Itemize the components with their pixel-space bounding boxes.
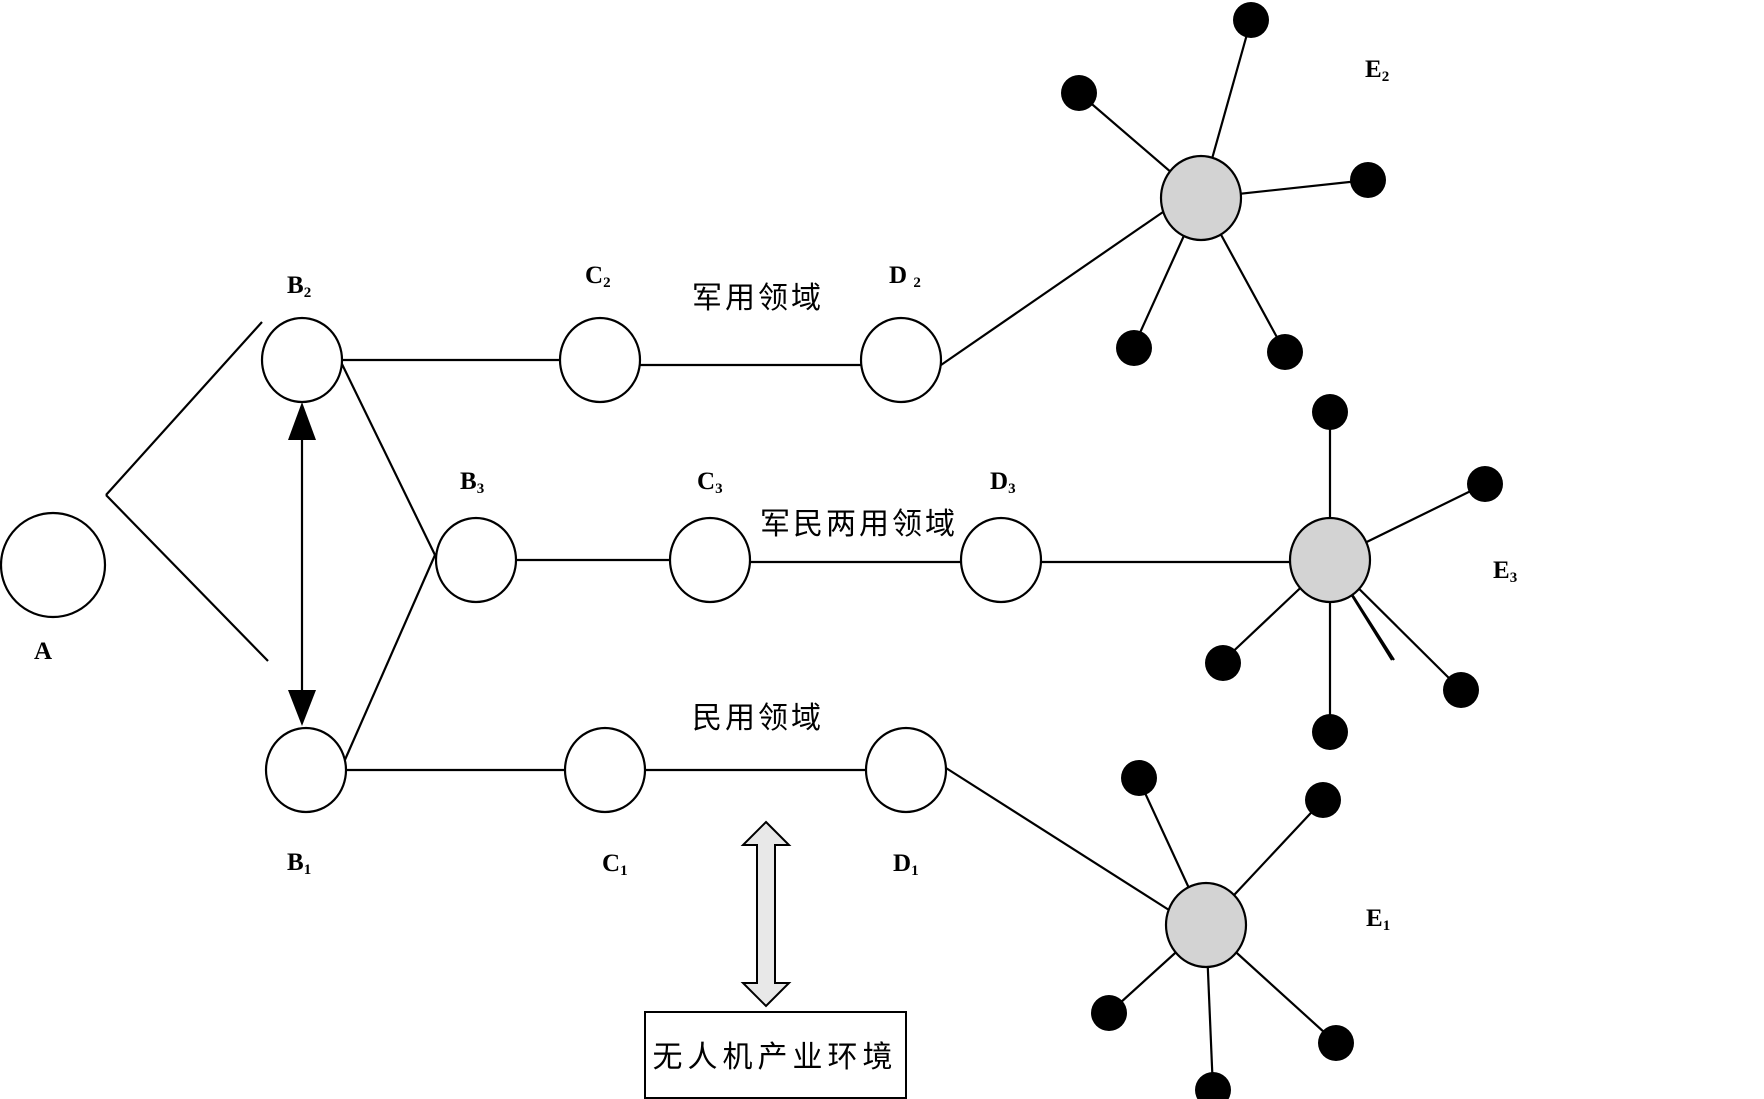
node-d3 [959,516,1043,604]
node-b3 [434,516,518,604]
node-a [0,511,107,619]
node-c2 [558,316,642,404]
industry-environment-label: 无人机产业环境 [653,1040,898,1075]
node-c3 [668,516,752,604]
domain-civil-label: 民用领域 [692,701,824,736]
edge-a-b2 [105,321,263,496]
label-d2: D 2 [889,262,921,291]
label-b3: B3 [460,468,484,497]
edge-d1-e1 [945,767,1170,911]
edge-b1-b3 [342,554,437,763]
node-labels: A B2 B3 B1 C2 C3 C1 D 2 D3 D1 E2 E3 E1 [34,56,1517,934]
edge-a-b1 [105,494,269,662]
hub-e2 [1159,154,1243,242]
leaf-node [1318,1025,1354,1061]
label-b1: B1 [287,849,311,878]
node-b2 [260,316,344,404]
node-d1 [864,726,948,814]
label-c2: C2 [585,262,611,291]
star-e3 [1205,394,1503,750]
bidirectional-arrow-b2-b1 [288,402,316,726]
node-c1 [563,726,647,814]
label-c3: C3 [697,468,723,497]
domain-military-label: 军用领域 [692,281,824,316]
leaf-node [1350,162,1386,198]
label-c1: C1 [602,850,628,879]
leaf-node [1116,330,1152,366]
hub-e1 [1164,881,1248,969]
star-e2 [1061,2,1386,370]
domain-dual-use-label: 军民两用领域 [760,507,958,542]
edge-b2-b3 [339,359,436,556]
industry-environment-box: 无人机产业环境 [644,1011,907,1099]
leaf-node [1312,714,1348,750]
label-e1: E1 [1366,905,1390,934]
leaf-node [1091,995,1127,1031]
leaf-node [1312,394,1348,430]
label-d1: D1 [893,850,919,879]
edge-d2-e2 [940,211,1164,366]
hollow-double-arrow [740,820,792,1008]
leaf-node [1467,466,1503,502]
node-d2 [859,316,943,404]
leaf-node [1195,1072,1231,1099]
leaf-node [1443,672,1479,708]
label-d3: D3 [990,468,1016,497]
domain-labels: 军用领域 军民两用领域 民用领域 [692,281,958,736]
edges [105,211,1290,911]
leaf-node [1267,334,1303,370]
star-e1 [1091,760,1354,1099]
node-b1 [264,726,348,814]
nodes [0,316,1043,814]
label-e3: E3 [1493,557,1517,586]
label-b2: B2 [287,272,311,301]
leaf-node [1205,645,1241,681]
leaf-node [1305,782,1341,818]
leaf-node [1233,2,1269,38]
hub-e3 [1288,516,1372,604]
label-e2: E2 [1365,56,1389,85]
label-a: A [34,638,52,665]
leaf-node [1121,760,1157,796]
leaf-node [1061,75,1097,111]
